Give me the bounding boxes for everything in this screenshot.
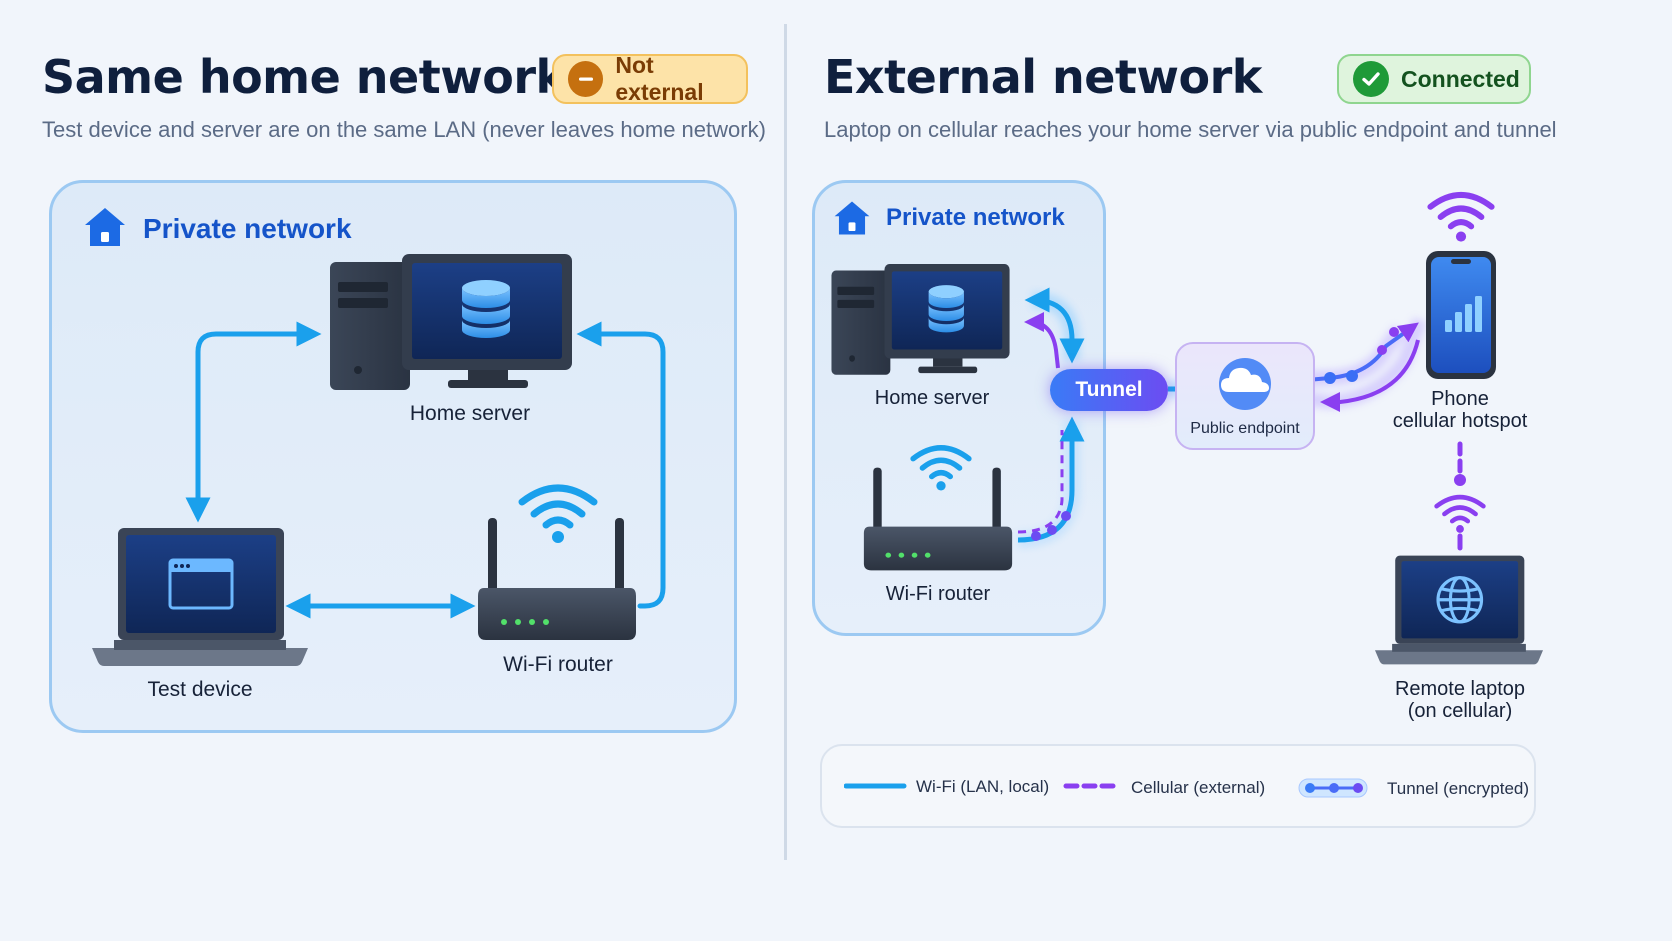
tunnel-pill: Tunnel xyxy=(1050,369,1168,411)
right-panel-label: Private network xyxy=(886,204,1065,231)
checkmark-icon xyxy=(1353,61,1389,97)
server-tunnel-wifi-link xyxy=(1024,287,1085,364)
left-subtitle: Test device and server are on the same L… xyxy=(42,117,766,142)
database-icon xyxy=(462,280,510,338)
home-server-icon xyxy=(328,254,578,394)
signal-bars-icon xyxy=(1445,296,1482,332)
legend-tunnel-swatch xyxy=(1298,778,1368,798)
remote-laptop-icon xyxy=(1375,554,1543,666)
legend-cellular-label: Cellular (external) xyxy=(1131,778,1266,797)
connected-label: Connected xyxy=(1401,65,1520,92)
left-panel-label: Private network xyxy=(143,213,352,244)
left-laptop-label: Test device xyxy=(147,678,253,701)
right-server-label: Home server xyxy=(874,387,990,409)
phone-endpoint-cellular-link xyxy=(1320,339,1420,412)
legend-cellular-swatch xyxy=(1063,783,1121,789)
server-router-link xyxy=(576,321,666,609)
public-endpoint-label: Public endpoint xyxy=(1190,420,1300,437)
tunnel-label: Tunnel xyxy=(1075,378,1143,401)
right-title: External network xyxy=(824,50,1262,104)
legend-box xyxy=(820,744,1536,828)
legend-wifi-label: Wi-Fi (LAN, local) xyxy=(916,777,1050,796)
phone-label-line2: cellular hotspot xyxy=(1392,410,1528,432)
wifi-router-icon xyxy=(862,466,1014,572)
globe-icon xyxy=(1436,576,1484,624)
wifi-icon xyxy=(910,444,972,492)
right-subtitle: Laptop on cellular reaches your home ser… xyxy=(824,117,1557,142)
browser-window-icon xyxy=(168,558,234,610)
remote-laptop-label-line1: Remote laptop xyxy=(1394,678,1526,700)
remote-laptop-label: Remote laptop (on cellular) xyxy=(1380,678,1540,722)
wifi-icon xyxy=(1427,190,1495,244)
legend-tunnel-label: Tunnel (encrypted) xyxy=(1387,779,1530,798)
home-server-icon xyxy=(830,264,1014,378)
legend-wifi-swatch xyxy=(844,783,907,789)
not-external-label: Not external xyxy=(615,52,704,105)
left-title: Same home network xyxy=(42,50,566,104)
remote-laptop-label-line2: (on cellular) xyxy=(1407,700,1513,722)
database-icon xyxy=(928,285,964,333)
router-tunnel-cellular-link xyxy=(1017,430,1064,534)
right-router-label: Wi-Fi router xyxy=(885,583,991,605)
test-device-laptop-icon xyxy=(92,526,308,668)
section-divider xyxy=(784,24,787,860)
wifi-router-icon xyxy=(476,516,638,642)
phone-label: Phone cellular hotspot xyxy=(1380,388,1540,432)
house-icon xyxy=(82,204,128,250)
wifi-icon xyxy=(518,484,598,544)
phone-icon xyxy=(1425,250,1497,380)
phone-label-line1: Phone xyxy=(1431,388,1489,410)
left-router-label: Wi-Fi router xyxy=(503,653,613,676)
server-tunnel-cellular-link xyxy=(1024,312,1060,369)
minus-icon xyxy=(568,61,604,97)
cloud-icon xyxy=(1205,352,1285,412)
left-server-label: Home server xyxy=(409,402,531,425)
connected-badge: Connected xyxy=(1337,54,1531,104)
router-tunnel-wifi-link xyxy=(1017,416,1085,543)
wifi-icon xyxy=(1434,494,1486,534)
not-external-badge: Not external xyxy=(552,52,748,105)
server-laptop-link xyxy=(185,321,322,523)
house-icon xyxy=(832,198,872,238)
